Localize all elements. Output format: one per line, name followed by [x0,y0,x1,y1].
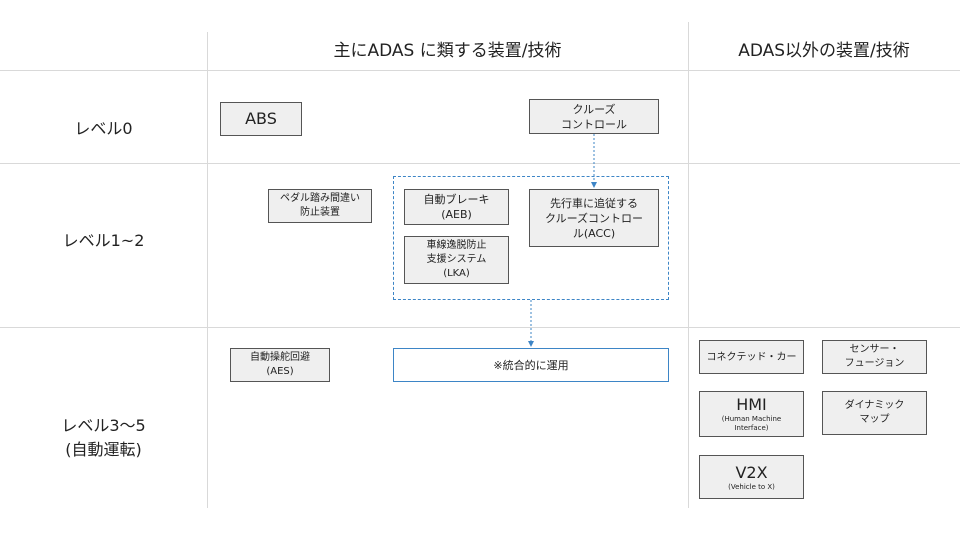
hmi-box: HMI (Human Machine Interface) [699,391,804,437]
v2x-label: V2X [735,462,768,482]
acc-label: 先行車に追従する クルーズコントロー ル(ACC) [544,196,644,240]
integrated-operation-box: ※統合的に運用 [393,348,669,382]
dynamic-map-box: ダイナミック マップ [822,391,927,435]
row-divider-2 [0,327,960,328]
row-label-level0: レベル0 [74,119,133,138]
lka-box: 車線逸脱防止 支援システム (LKA) [404,236,509,284]
other-column-header: ADAS以外の装置/技術 [738,41,910,61]
sensor-fusion-box: センサー・ フュージョン [822,340,927,374]
column-divider-1 [207,32,208,508]
abs-box: ABS [220,102,302,136]
lka-label: 車線逸脱防止 支援システム (LKA) [426,240,487,279]
row-label-level12: レベル1~2 [62,231,145,250]
v2x-box: V2X (Vehicle to X) [699,455,804,499]
aes-label: 自動操舵回避 (AES) [250,352,310,377]
row-label-level35: レベル3〜5 (自動運転) [61,416,146,459]
integrated-operation-label: ※統合的に運用 [493,359,569,372]
hmi-label: HMI [736,395,767,414]
aeb-label: 自動ブレーキ (AEB) [423,193,490,221]
abs-label: ABS [245,109,277,128]
aeb-box: 自動ブレーキ (AEB) [404,189,509,225]
aes-box: 自動操舵回避 (AES) [230,348,330,382]
pedal-misapplication-label: ペダル踏み間違い 防止装置 [280,193,360,218]
hmi-sublabel: (Human Machine Interface) [721,415,782,432]
acc-box: 先行車に追従する クルーズコントロー ル(ACC) [529,189,659,247]
row-divider-1 [0,163,960,164]
cruise-control-label: クルーズ コントロール [561,102,627,131]
connected-car-label: コネクテッド・カー [706,351,797,363]
connected-car-box: コネクテッド・カー [699,340,804,374]
header-divider [0,70,960,71]
sensor-fusion-label: センサー・ フュージョン [844,344,905,369]
cruise-control-box: クルーズ コントロール [529,99,659,134]
column-divider-2 [688,22,689,508]
adas-group-dashed-frame [393,176,669,300]
adas-column-header: 主にADAS に類する装置/技術 [333,41,562,61]
v2x-sublabel: (Vehicle to X) [728,482,775,491]
pedal-misapplication-box: ペダル踏み間違い 防止装置 [268,189,372,223]
dynamic-map-label: ダイナミック マップ [844,400,905,425]
